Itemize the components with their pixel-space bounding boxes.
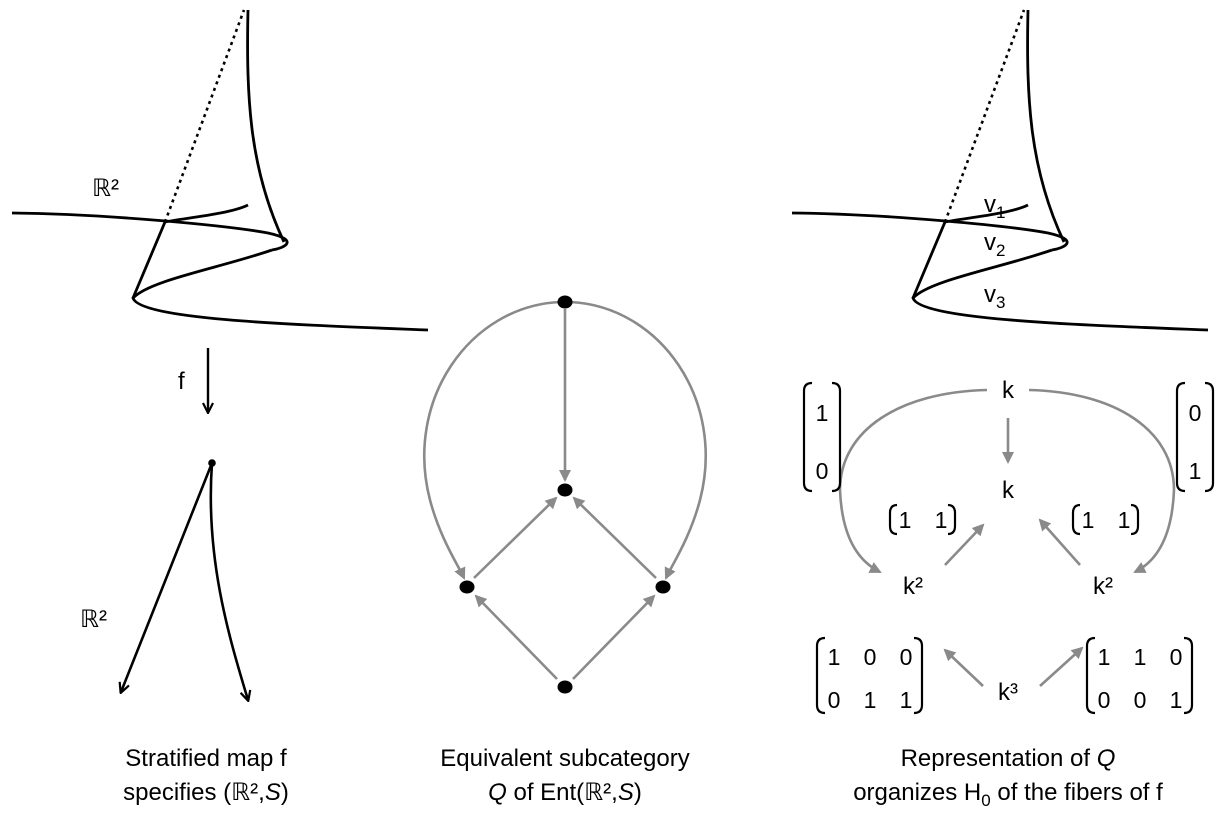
region-label-v3: v3 bbox=[984, 281, 1005, 312]
svg-text:1: 1 bbox=[935, 507, 948, 533]
map-label: f bbox=[178, 368, 185, 395]
horizontal-sheet-upper bbox=[11, 211, 289, 252]
matrix-top-left: 1 0 bbox=[802, 381, 842, 493]
left-caption-line1: Stratified map f bbox=[125, 745, 287, 772]
svg-text:0: 0 bbox=[1189, 400, 1202, 426]
node-right: k² bbox=[1093, 573, 1113, 600]
svg-text:0: 0 bbox=[1134, 687, 1147, 713]
cusp-branch-left bbox=[121, 462, 214, 692]
svg-text:1: 1 bbox=[899, 507, 912, 533]
arrow-right-to-center bbox=[572, 496, 657, 579]
right-sheet-lower bbox=[911, 248, 1209, 332]
vertical-edge bbox=[246, 9, 286, 243]
svg-text:1: 1 bbox=[1098, 644, 1111, 670]
bottom-plane-label: ℝ² bbox=[80, 606, 107, 633]
left-panel: ℝ² f ℝ² Stratified map f specifies (ℝ²,S… bbox=[11, 9, 429, 806]
svg-text:0: 0 bbox=[1098, 687, 1111, 713]
fold-curve-right bbox=[791, 9, 1209, 332]
svg-text:0: 0 bbox=[828, 687, 841, 713]
node-left: k² bbox=[903, 573, 923, 600]
fold-curve-top bbox=[11, 9, 429, 332]
arrow-bottom-to-left bbox=[474, 594, 558, 680]
cusp-branch-right bbox=[209, 462, 248, 700]
node-top: k bbox=[1002, 377, 1015, 404]
region-label-v2: v2 bbox=[984, 229, 1005, 260]
svg-text:0: 0 bbox=[864, 644, 877, 670]
svg-text:1: 1 bbox=[816, 400, 829, 426]
object-left bbox=[459, 580, 475, 594]
svg-text:1: 1 bbox=[1189, 458, 1202, 484]
region-label-v1: v1 bbox=[984, 191, 1005, 222]
matrix-inner-right: 1 1 bbox=[1071, 503, 1140, 536]
top-plane-label: ℝ² bbox=[92, 175, 119, 202]
matrix-top-right: 0 1 bbox=[1175, 381, 1215, 493]
right-caption-line1: Representation of Q bbox=[901, 745, 1116, 772]
arc-top-to-right bbox=[569, 300, 707, 580]
matrix-bottom-right: 1 1 0 0 0 1 bbox=[1085, 636, 1194, 715]
object-top bbox=[557, 295, 573, 309]
arrow-bottom-to-right bbox=[572, 594, 656, 680]
object-bottom bbox=[557, 680, 573, 694]
representation-arrows bbox=[838, 388, 1176, 687]
left-caption-line2: specifies (ℝ²,S) bbox=[123, 779, 289, 806]
middle-panel: Equivalent subcategory Q of Ent(ℝ²,S) bbox=[423, 295, 707, 806]
object-center bbox=[557, 483, 573, 497]
right-caption-line2: organizes H0 of the fibers of f bbox=[853, 779, 1163, 810]
svg-text:1: 1 bbox=[828, 644, 841, 670]
right-vertical-edge bbox=[1026, 9, 1066, 243]
svg-text:0: 0 bbox=[1170, 644, 1183, 670]
arrow-left-to-center bbox=[473, 496, 558, 579]
rep-arrow-right-to-center bbox=[1038, 518, 1081, 566]
node-center: k bbox=[1002, 477, 1015, 504]
svg-text:1: 1 bbox=[900, 687, 913, 713]
svg-text:1: 1 bbox=[1118, 507, 1131, 533]
hidden-fold-edge bbox=[163, 9, 246, 223]
category-objects bbox=[459, 295, 671, 694]
object-right bbox=[655, 580, 671, 594]
svg-text:1: 1 bbox=[1170, 687, 1183, 713]
rep-arc-top-to-right bbox=[1028, 388, 1176, 574]
right-hidden-fold-edge bbox=[943, 9, 1026, 223]
arc-top-to-left bbox=[423, 300, 561, 580]
svg-text:1: 1 bbox=[864, 687, 877, 713]
node-bottom: k³ bbox=[998, 679, 1018, 706]
right-sheet-upper bbox=[791, 211, 1069, 252]
middle-caption-line1: Equivalent subcategory bbox=[440, 745, 690, 772]
svg-text:1: 1 bbox=[1134, 644, 1147, 670]
right-panel: v1 v2 v3 k k k² k² k³ 1 0 bbox=[791, 9, 1215, 810]
horizontal-sheet-lower bbox=[131, 248, 429, 332]
rep-arrow-left-to-center bbox=[944, 523, 985, 566]
middle-caption-line2: Q of Ent(ℝ²,S) bbox=[488, 779, 642, 806]
matrix-bottom-left: 1 0 0 0 1 1 bbox=[815, 636, 924, 715]
rep-arrow-bottom-to-left bbox=[943, 648, 984, 687]
svg-text:0: 0 bbox=[900, 644, 913, 670]
svg-text:0: 0 bbox=[816, 458, 829, 484]
matrix-inner-left: 1 1 bbox=[888, 503, 957, 536]
category-arrows bbox=[423, 300, 707, 680]
svg-text:1: 1 bbox=[1082, 507, 1095, 533]
rep-arrow-bottom-to-right bbox=[1039, 646, 1084, 687]
